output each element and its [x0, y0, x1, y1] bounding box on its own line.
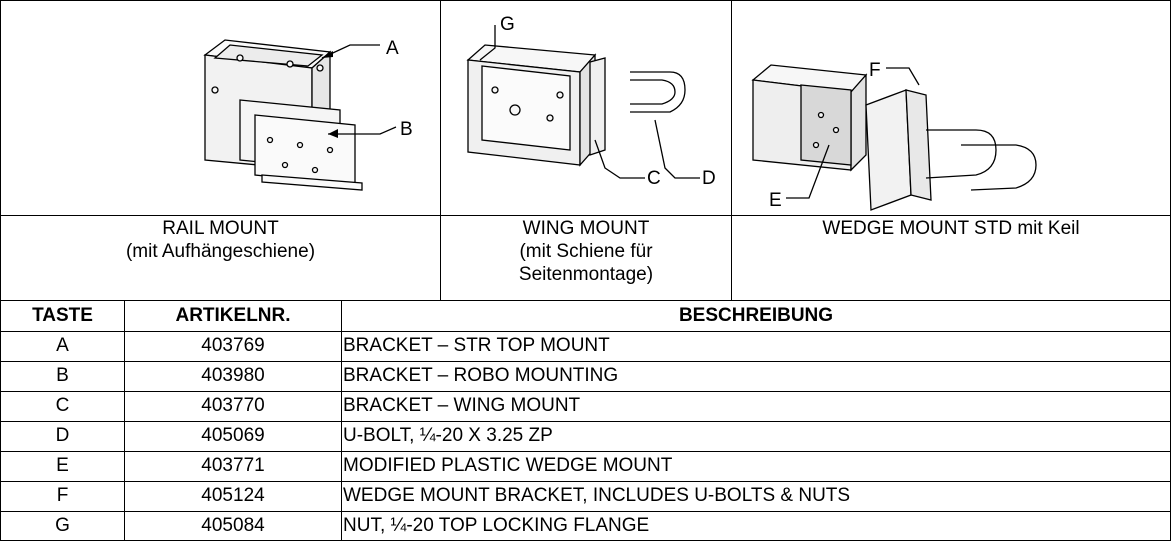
- callout-e: E: [769, 190, 782, 211]
- cell-artikelnr: 403771: [201, 455, 265, 476]
- cell-beschreibung: BRACKET – STR TOP MOUNT: [343, 335, 610, 356]
- wing-caption-subtitle-1: (mit Schiene für: [519, 241, 653, 262]
- wedge-caption-title: WEDGE MOUNT STD mit Keil: [822, 218, 1080, 239]
- cell-artikelnr: 403770: [201, 395, 265, 416]
- rail-caption-title: RAIL MOUNT: [162, 218, 279, 239]
- callout-d: D: [702, 168, 716, 189]
- wedge-mount-drawing: F E: [751, 60, 1037, 211]
- cell-beschreibung: U-BOLT, ¼-20 X 3.25 ZP: [343, 425, 553, 446]
- cell-beschreibung: BRACKET – ROBO MOUNTING: [343, 365, 619, 386]
- rail-caption: RAIL MOUNT (mit Aufhängeschiene): [0, 217, 441, 263]
- cell-taste: B: [56, 365, 69, 386]
- cell-beschreibung: WEDGE MOUNT BRACKET, INCLUDES U-BOLTS & …: [343, 485, 851, 506]
- wing-caption-subtitle-2: Seitenmontage): [518, 264, 654, 285]
- callout-f: F: [869, 60, 881, 81]
- callout-a: A: [386, 38, 399, 59]
- header-beschreibung: BESCHREIBUNG: [678, 305, 834, 326]
- cell-taste: E: [56, 455, 69, 476]
- callout-g: G: [500, 14, 515, 35]
- cell-artikelnr: 405124: [201, 485, 265, 506]
- header-artikelnr: ARTIKELNR.: [175, 305, 291, 326]
- wing-caption-title: WING MOUNT: [522, 218, 650, 239]
- cell-taste: D: [55, 425, 70, 446]
- cell-beschreibung: BRACKET – WING MOUNT: [343, 395, 581, 416]
- cell-artikelnr: 405084: [201, 515, 265, 536]
- cell-artikelnr: 403769: [201, 335, 265, 356]
- cell-artikelnr: 403980: [201, 365, 265, 386]
- cell-taste: G: [55, 515, 70, 536]
- header-taste: TASTE: [32, 305, 93, 326]
- rail-caption-subtitle: (mit Aufhängeschiene): [125, 241, 316, 262]
- wing-mount-drawing: G C D: [466, 14, 716, 189]
- callout-c: C: [647, 168, 661, 189]
- cell-beschreibung: NUT, ¼-20 TOP LOCKING FLANGE: [343, 515, 650, 536]
- callout-b: B: [400, 119, 413, 140]
- cell-beschreibung: MODIFIED PLASTIC WEDGE MOUNT: [343, 455, 673, 476]
- wing-caption: WING MOUNT (mit Schiene für Seitenmontag…: [440, 217, 732, 286]
- rail-mount-drawing: A B: [203, 38, 413, 191]
- cell-taste: C: [55, 395, 70, 416]
- cell-taste: F: [56, 485, 69, 506]
- cell-artikelnr: 405069: [201, 425, 265, 446]
- wedge-caption: WEDGE MOUNT STD mit Keil: [731, 217, 1171, 240]
- cell-taste: A: [56, 335, 69, 356]
